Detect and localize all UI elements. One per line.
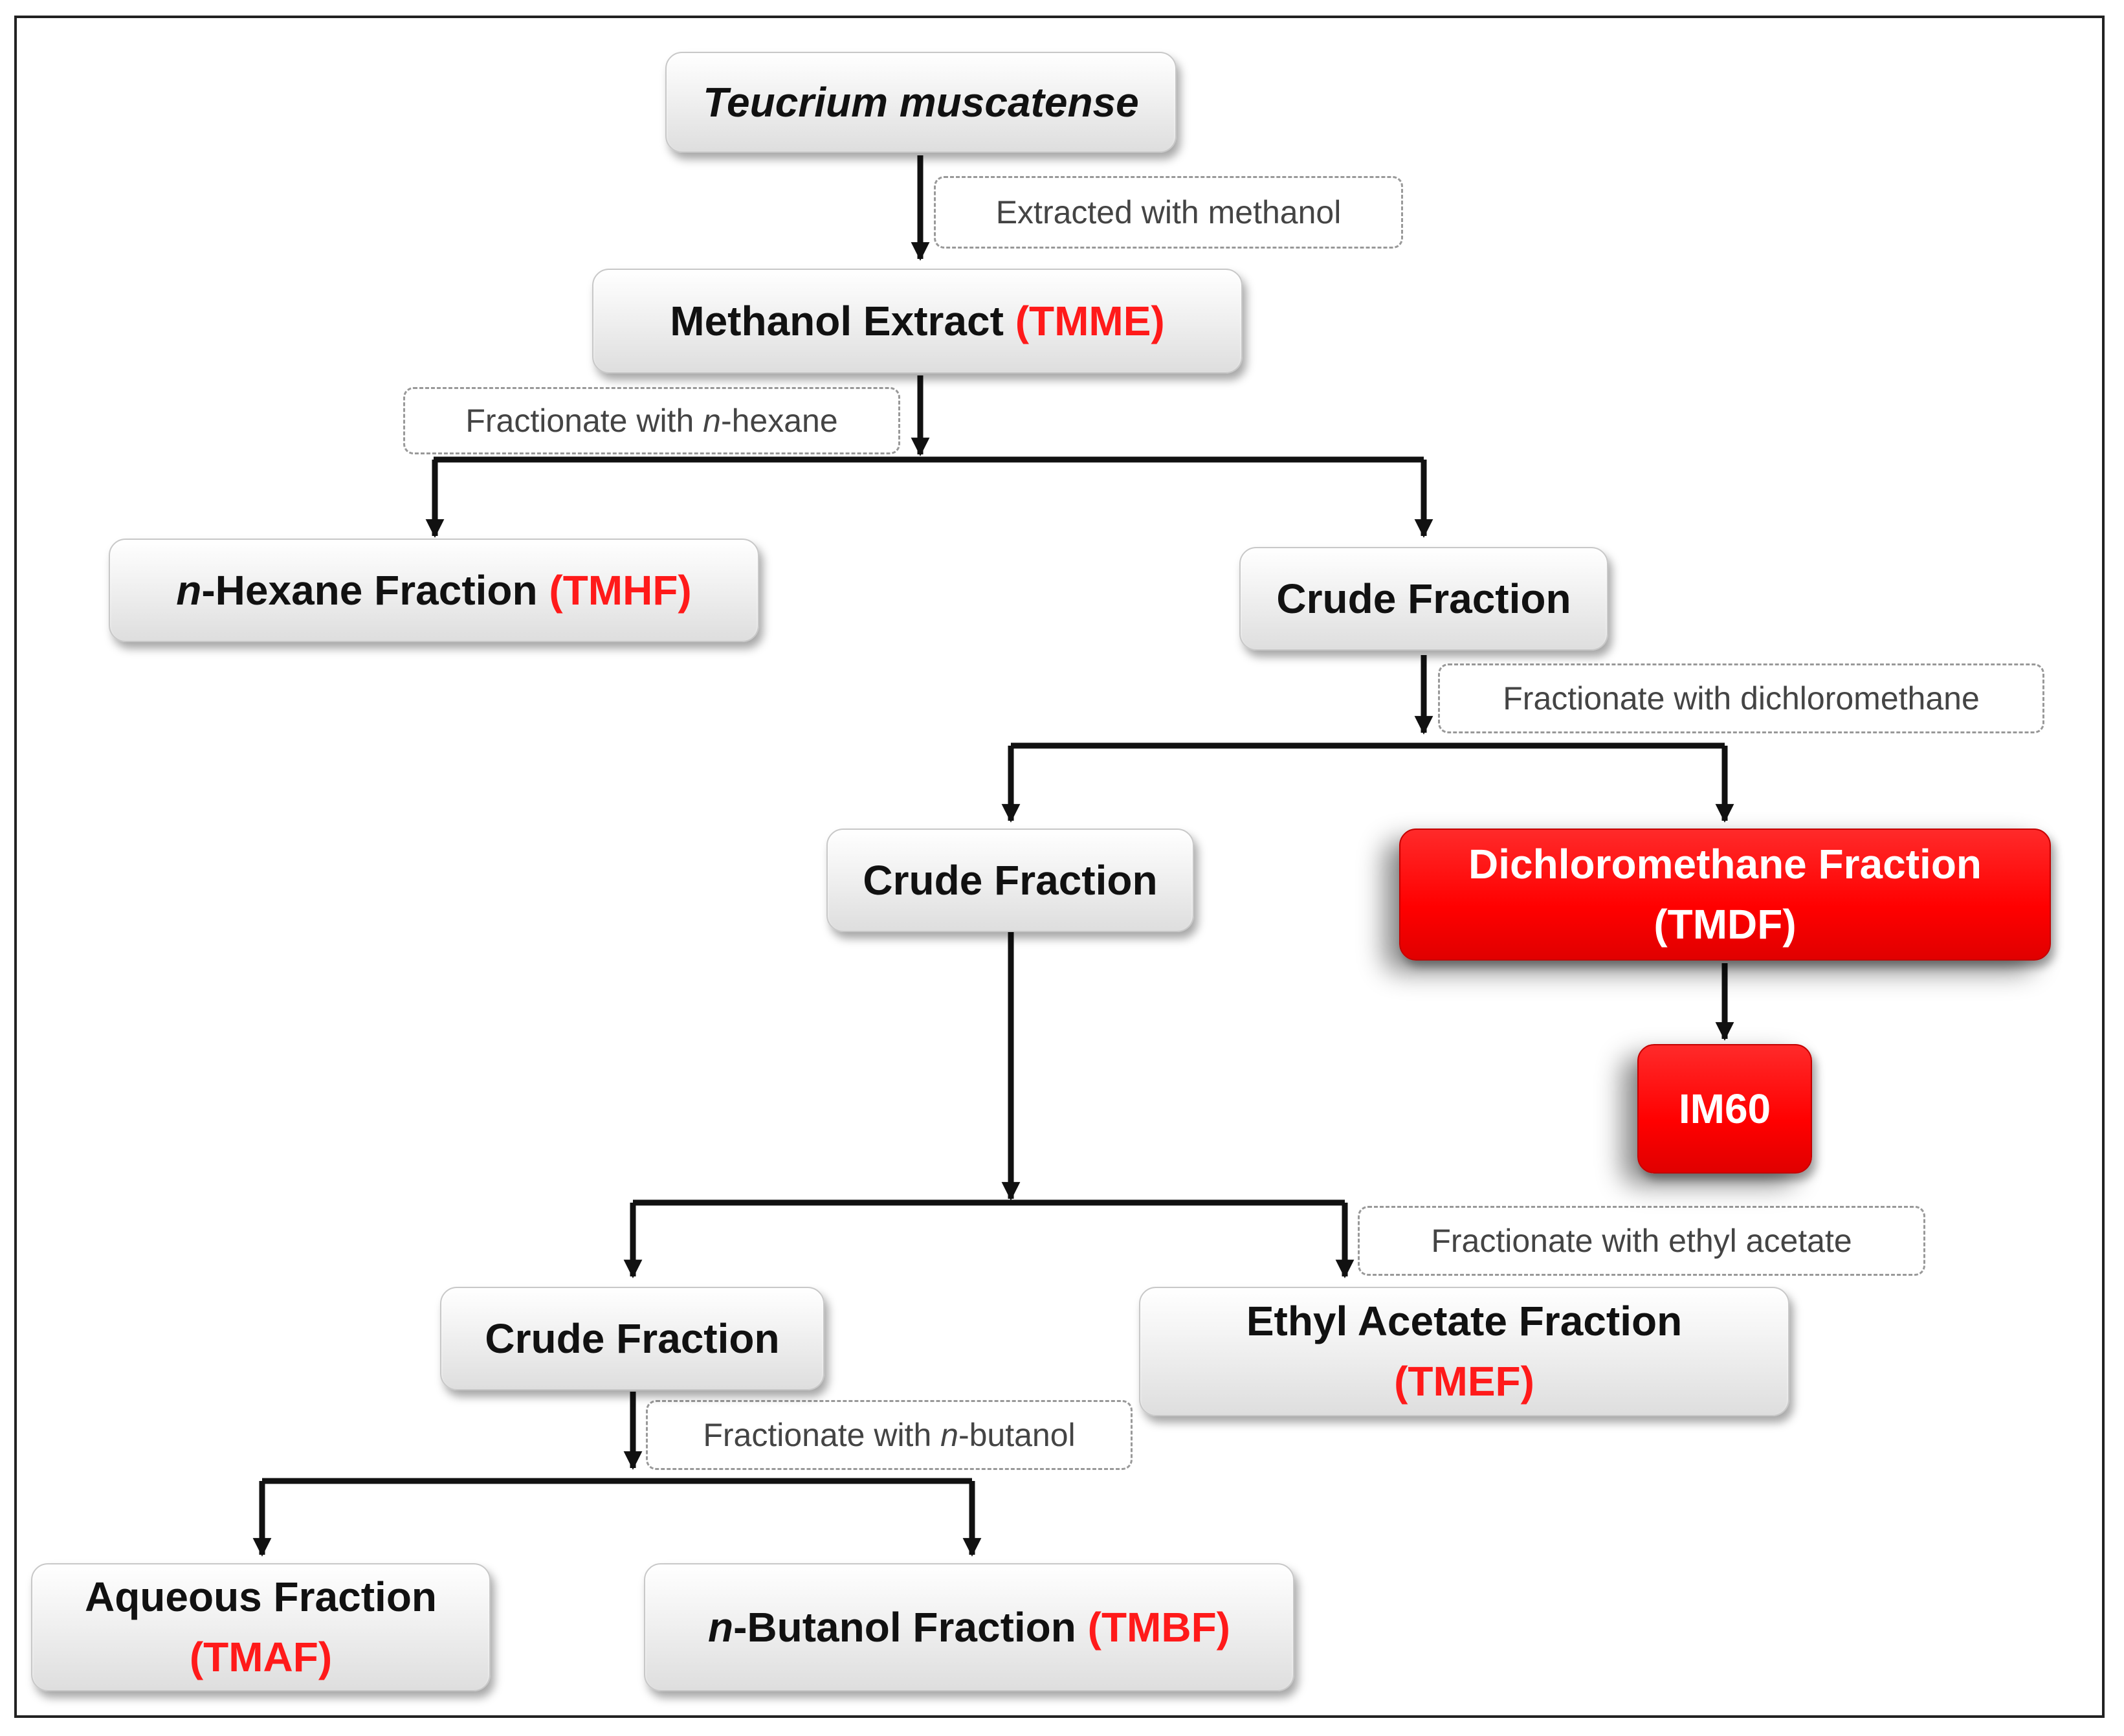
- node-teucrium-muscatense: Teucrium muscatense: [665, 52, 1177, 153]
- node-hexane-fraction: n-Hexane Fraction (TMHF): [109, 539, 759, 642]
- node-code: (TMME): [1015, 297, 1165, 344]
- node-im60: IM60: [1637, 1044, 1812, 1174]
- node-code: (TMBF): [1087, 1603, 1230, 1651]
- node-line1: Dichloromethane Fraction: [1468, 841, 1982, 888]
- note-extracted-with-methanol: Extracted with methanol: [934, 176, 1403, 249]
- note-text-italic: n: [940, 1417, 958, 1453]
- node-line2: (TMAF): [189, 1634, 333, 1680]
- node-label: -Hexane Fraction: [201, 566, 538, 614]
- node-aqueous-fraction: Aqueous Fraction (TMAF): [31, 1563, 491, 1691]
- node-label: IM60: [1678, 1085, 1771, 1132]
- node-label: -Butanol Fraction: [733, 1603, 1076, 1651]
- node-crude-fraction-1: Crude Fraction: [1239, 547, 1608, 651]
- node-line1: Aqueous Fraction: [84, 1574, 437, 1621]
- node-text-row: Methanol Extract (TMME): [670, 291, 1164, 351]
- node-line2: (TMEF): [1394, 1358, 1534, 1405]
- node-prefix: n: [708, 1603, 734, 1651]
- node-label: Methanol Extract: [670, 297, 1004, 344]
- node-line2: (TMDF): [1654, 901, 1797, 948]
- note-fractionate-dichloromethane: Fractionate with dichloromethane: [1438, 663, 2044, 733]
- node-ethyl-acetate-fraction: Ethyl Acetate Fraction (TMEF): [1139, 1287, 1789, 1416]
- node-label: Crude Fraction: [863, 856, 1158, 904]
- node-text-row: n-Hexane Fraction (TMHF): [176, 561, 691, 621]
- note-fractionate-butanol: Fractionate with n-butanol: [646, 1400, 1133, 1470]
- note-text: Extracted with methanol: [995, 194, 1342, 230]
- note-text-pre: Fractionate with: [465, 403, 703, 439]
- note-text: Fractionate with dichloromethane: [1503, 680, 1980, 717]
- diagram-frame: [14, 16, 2105, 1718]
- node-crude-fraction-2: Crude Fraction: [826, 829, 1194, 932]
- node-crude-fraction-3: Crude Fraction: [440, 1287, 824, 1390]
- node-dichloromethane-fraction: Dichloromethane Fraction (TMDF): [1399, 829, 2051, 961]
- note-text-italic: n: [703, 403, 721, 439]
- node-label: Crude Fraction: [485, 1315, 780, 1362]
- node-text-row: n-Butanol Fraction (TMBF): [708, 1597, 1230, 1658]
- node-label: Teucrium muscatense: [703, 78, 1139, 126]
- note-fractionate-ethyl-acetate: Fractionate with ethyl acetate: [1358, 1206, 1925, 1276]
- note-text-post: -butanol: [958, 1417, 1076, 1453]
- note-text-post: -hexane: [720, 403, 838, 439]
- note-fractionate-hexane: Fractionate with n-hexane: [403, 387, 900, 454]
- note-text-pre: Fractionate with: [703, 1417, 941, 1453]
- node-line1: Ethyl Acetate Fraction: [1246, 1298, 1683, 1345]
- node-code: (TMHF): [549, 566, 692, 614]
- node-prefix: n: [176, 566, 202, 614]
- node-methanol-extract: Methanol Extract (TMME): [592, 269, 1243, 373]
- node-label: Crude Fraction: [1276, 575, 1571, 622]
- node-butanol-fraction: n-Butanol Fraction (TMBF): [644, 1563, 1294, 1691]
- note-text: Fractionate with ethyl acetate: [1431, 1223, 1852, 1259]
